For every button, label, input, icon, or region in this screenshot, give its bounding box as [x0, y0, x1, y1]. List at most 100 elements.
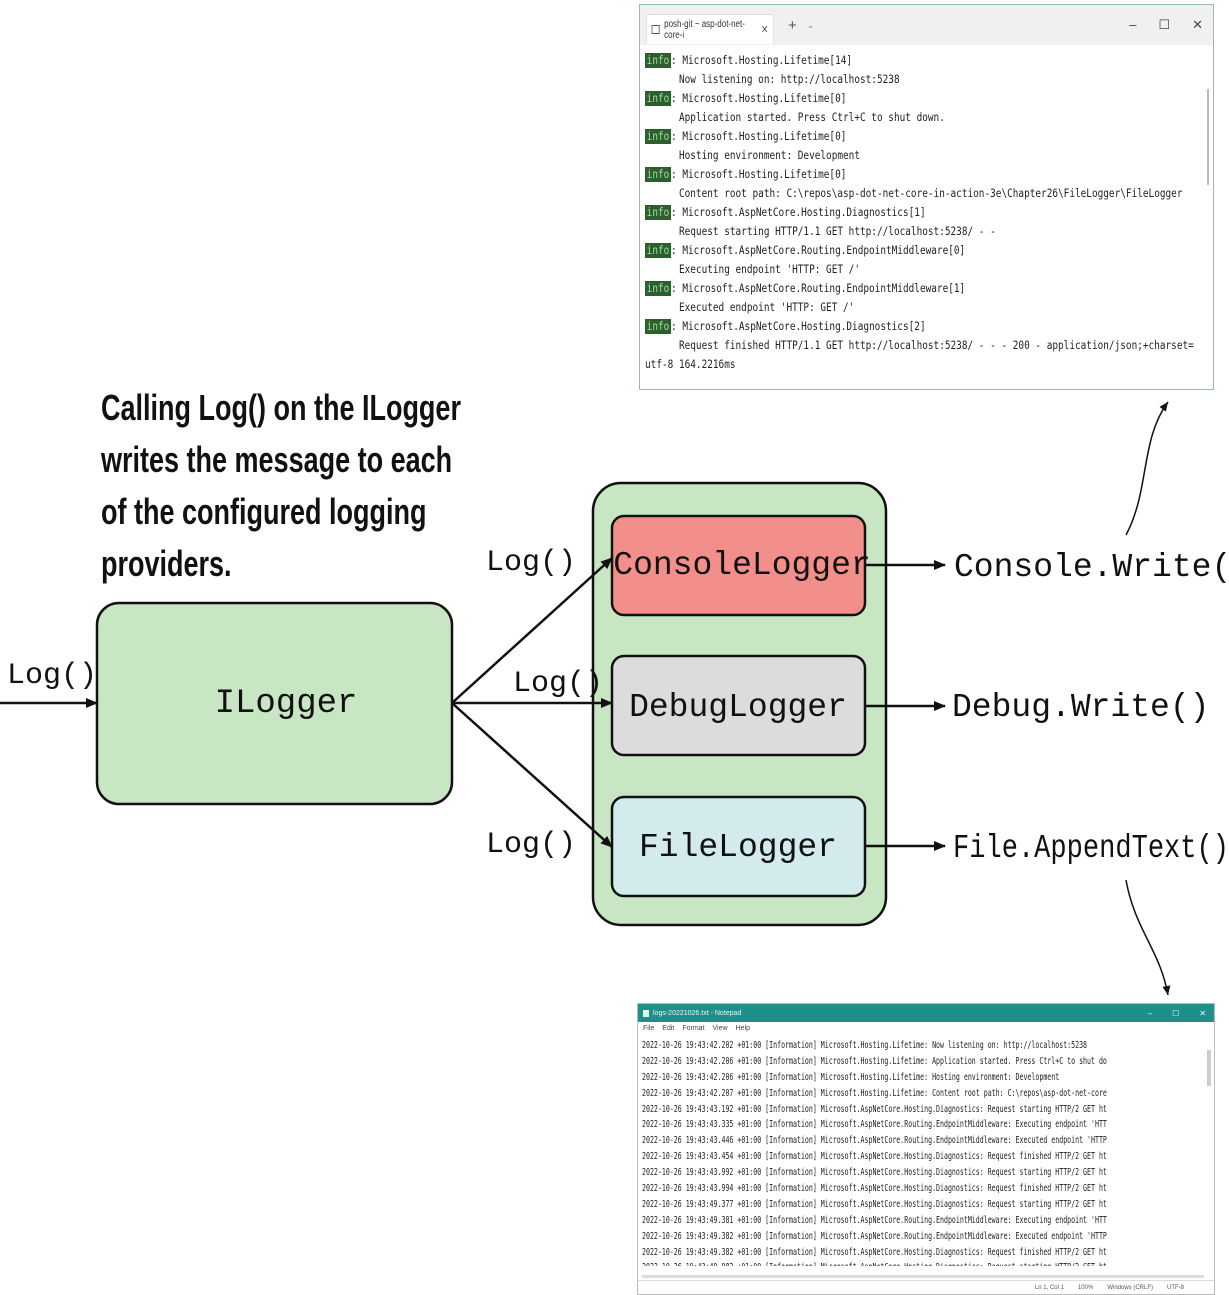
caption-line: Calling Log() on the ILogger	[101, 387, 461, 428]
terminal-log-line: utf-8 164.2216ms	[645, 355, 1115, 374]
terminal-log-text: Executed endpoint 'HTTP: GET /'	[645, 301, 855, 314]
terminal-log-text: : Microsoft.Hosting.Lifetime[0]	[671, 130, 847, 143]
new-tab-button[interactable]: +	[788, 16, 797, 34]
terminal-log-line: Content root path: C:\repos\asp-dot-net-…	[645, 184, 1183, 203]
menu-file[interactable]: File	[643, 1024, 655, 1032]
terminal-titlebar: posh-git ~ asp-dot-net-core-i ✕ + ⌄ – ☐ …	[640, 5, 1213, 45]
branch-log-label-debug: Log()	[513, 667, 603, 701]
input-log-label: Log()	[7, 659, 97, 693]
terminal-log-text: Request starting HTTP/1.1 GET http://loc…	[645, 225, 996, 238]
terminal-log-line: Executing endpoint 'HTTP: GET /'	[645, 260, 1115, 279]
terminal-log-text: Hosting environment: Development	[645, 149, 861, 162]
connector-to-terminal	[1125, 401, 1169, 536]
notepad-window: logs-20221026.txt - Notepad – ☐ ✕ File E…	[637, 1003, 1215, 1295]
menu-format[interactable]: Format	[682, 1024, 705, 1032]
notepad-log-line: 2022-10-26 19:43:42.207 +01:00 [Informat…	[642, 1087, 1107, 1099]
minimize-button[interactable]: –	[1147, 1008, 1153, 1018]
terminal-log-line: info: Microsoft.Hosting.Lifetime[0]	[645, 89, 1115, 108]
terminal-log-line: Request finished HTTP/1.1 GET http://loc…	[645, 336, 1194, 355]
notepad-log-line: 2022-10-26 19:43:42.206 +01:00 [Informat…	[642, 1071, 1060, 1083]
terminal-icon	[651, 25, 660, 34]
notepad-log-line: 2022-10-26 19:43:43.335 +01:00 [Informat…	[642, 1119, 1107, 1131]
arrow-to-console	[451, 557, 613, 704]
info-badge: info	[645, 167, 672, 182]
caption-line: of the configured logging	[101, 491, 427, 532]
terminal-tab[interactable]: posh-git ~ asp-dot-net-core-i ✕	[646, 14, 774, 44]
terminal-log-line: Executed endpoint 'HTTP: GET /'	[645, 298, 1115, 317]
info-badge: info	[645, 319, 672, 334]
terminal-log-text: Content root path: C:\repos\asp-dot-net-…	[645, 187, 1183, 200]
info-badge: info	[645, 243, 672, 258]
terminal-log-line: Hosting environment: Development	[645, 146, 1115, 165]
notepad-menubar: File Edit Format View Help	[638, 1022, 1214, 1034]
notepad-log-line: 2022-10-26 19:43:49.381 +01:00 [Informat…	[642, 1214, 1107, 1226]
status-line-ending: Windows (CRLF)	[1107, 1284, 1153, 1291]
debug-logger-label: DebugLogger	[629, 689, 847, 726]
terminal-log-text: : Microsoft.AspNetCore.Hosting.Diagnosti…	[671, 206, 926, 219]
caption-line: providers.	[101, 543, 232, 584]
notepad-log-line: 2022-10-26 19:43:43.446 +01:00 [Informat…	[642, 1135, 1107, 1147]
notepad-log-line: 2022-10-26 19:43:49.382 +01:00 [Informat…	[642, 1246, 1107, 1258]
info-badge: info	[645, 91, 672, 106]
ilogger-label: ILogger	[215, 685, 358, 723]
terminal-log-line: Application started. Press Ctrl+C to shu…	[645, 108, 1115, 127]
terminal-log-text: Executing endpoint 'HTTP: GET /'	[645, 263, 861, 276]
terminal-log-text: Application started. Press Ctrl+C to shu…	[645, 111, 945, 124]
minimize-button[interactable]: –	[1129, 17, 1137, 32]
notepad-log-line: 2022-10-26 19:43:43.454 +01:00 [Informat…	[642, 1151, 1107, 1163]
maximize-button[interactable]: ☐	[1158, 17, 1171, 32]
arrow-to-file	[451, 702, 613, 848]
notepad-log-line: 2022-10-26 19:43:49.982 +01:00 [Informat…	[642, 1260, 1107, 1266]
file-logger-label: FileLogger	[639, 829, 837, 866]
terminal-log-line: info: Microsoft.Hosting.Lifetime[0]	[645, 127, 1115, 146]
status-zoom: 100%	[1077, 1284, 1094, 1291]
terminal-log-text: : Microsoft.AspNetCore.Routing.EndpointM…	[671, 282, 966, 295]
terminal-scrollbar[interactable]	[1207, 89, 1209, 185]
chevron-down-icon[interactable]: ⌄	[806, 19, 815, 30]
terminal-log-line: info: Microsoft.AspNetCore.Routing.Endpo…	[645, 241, 1115, 260]
menu-help[interactable]: Help	[735, 1024, 750, 1032]
info-badge: info	[645, 129, 672, 144]
notepad-log-line: 2022-10-26 19:43:42.206 +01:00 [Informat…	[642, 1055, 1107, 1067]
console-logger-label: ConsoleLogger	[613, 547, 870, 584]
notepad-titlebar: logs-20221026.txt - Notepad – ☐ ✕	[638, 1004, 1214, 1022]
terminal-output: info: Microsoft.Hosting.Lifetime[14] Now…	[640, 45, 1213, 374]
file-appendtext-label: File.AppendText()	[953, 830, 1229, 867]
info-badge: info	[645, 205, 672, 220]
menu-view[interactable]: View	[712, 1024, 728, 1032]
terminal-log-text: utf-8 164.2216ms	[645, 358, 736, 371]
notepad-log-line: 2022-10-26 19:43:42.202 +01:00 [Informat…	[642, 1040, 1088, 1051]
close-button[interactable]: ✕	[1192, 17, 1203, 32]
terminal-log-text: : Microsoft.Hosting.Lifetime[0]	[671, 92, 847, 105]
terminal-log-text: Request finished HTTP/1.1 GET http://loc…	[645, 339, 1194, 352]
notepad-statusbar: Ln 1, Col 1 100% Windows (CRLF) UTF-8	[638, 1280, 1214, 1294]
branch-log-label-console: Log()	[486, 546, 576, 580]
menu-edit[interactable]: Edit	[662, 1024, 675, 1032]
notepad-log-line: 2022-10-26 19:43:43.994 +01:00 [Informat…	[642, 1183, 1107, 1195]
notepad-horizontal-scrollbar[interactable]	[642, 1275, 1204, 1278]
notepad-text[interactable]: 2022-10-26 19:43:42.202 +01:00 [Informat…	[638, 1034, 1214, 1266]
terminal-log-line: info: Microsoft.AspNetCore.Hosting.Diagn…	[645, 203, 1115, 222]
notepad-icon	[643, 1009, 649, 1017]
terminal-log-line: Now listening on: http://localhost:5238	[645, 70, 1115, 89]
terminal-log-line: info: Microsoft.AspNetCore.Hosting.Diagn…	[645, 317, 1115, 336]
maximize-button[interactable]: ☐	[1172, 1008, 1180, 1018]
notepad-vertical-scrollbar[interactable]	[1207, 1050, 1211, 1086]
close-tab-icon[interactable]: ✕	[761, 24, 769, 36]
info-badge: info	[645, 281, 672, 296]
branch-log-label-file: Log()	[486, 828, 576, 862]
terminal-tab-title: posh-git ~ asp-dot-net-core-i	[664, 18, 745, 41]
notepad-log-line: 2022-10-26 19:43:43.192 +01:00 [Informat…	[642, 1103, 1107, 1115]
terminal-window: posh-git ~ asp-dot-net-core-i ✕ + ⌄ – ☐ …	[639, 4, 1214, 390]
terminal-log-line: info: Microsoft.Hosting.Lifetime[0]	[645, 165, 1115, 184]
console-write-label: Console.Write()	[954, 549, 1229, 586]
caption-line: writes the message to each	[101, 439, 453, 480]
notepad-log-line: 2022-10-26 19:43:49.382 +01:00 [Informat…	[642, 1230, 1107, 1242]
terminal-log-text: : Microsoft.AspNetCore.Routing.EndpointM…	[671, 244, 966, 257]
terminal-log-line: Request starting HTTP/1.1 GET http://loc…	[645, 222, 1115, 241]
debug-write-label: Debug.Write()	[952, 689, 1209, 726]
close-button[interactable]: ✕	[1199, 1008, 1206, 1018]
notepad-log-line: 2022-10-26 19:43:49.377 +01:00 [Informat…	[642, 1198, 1107, 1210]
caption-heading: Calling Log() on the ILogger writes the …	[101, 382, 461, 590]
status-position: Ln 1, Col 1	[1034, 1284, 1064, 1291]
